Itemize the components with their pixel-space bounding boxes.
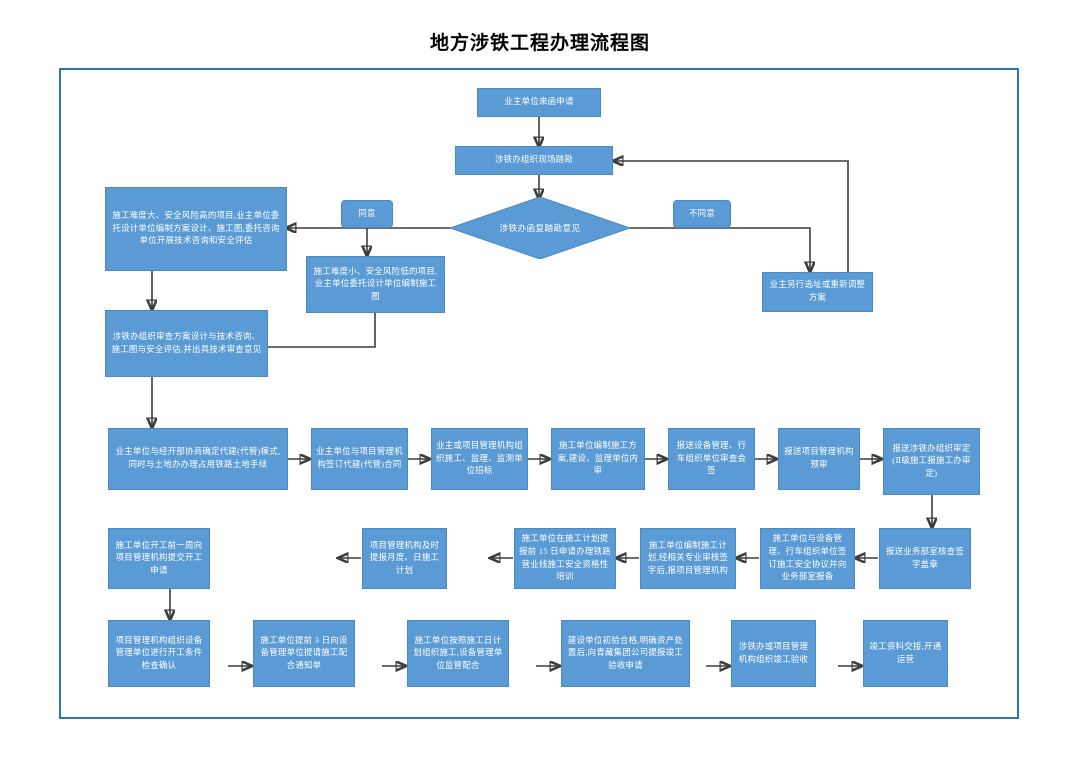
node-r4-monthly-daily-plan[interactable]: 项目管理机构及时提报月度、日施工计划: [362, 528, 447, 589]
node-r5-start-condition-check[interactable]: 项目管理机构组织设备管理单位进行开工条件检查确认: [108, 620, 210, 687]
branch-label-disagree: 不同意: [673, 200, 731, 228]
node-r4-safety-agreement[interactable]: 施工单位与设备管理、行车组织单位签订施工安全协议并向业务部室报备: [760, 528, 855, 589]
node-r5-daily-construction[interactable]: 施工单位按照施工日计划组织施工,设备管理单位监管配合: [407, 620, 509, 687]
node-site-survey[interactable]: 涉铁办组织现场踏勘: [455, 146, 613, 175]
node-r3-agency-mode[interactable]: 业主单位与经开部协商确定代建(代管)模式,同时与土地办办理占用铁路土地手续: [108, 428, 288, 490]
page-title: 地方涉铁工程办理流程图: [429, 33, 650, 54]
node-r5-coordination-notice[interactable]: 施工单位提前 3 日向设备管理单位提请施工配合通知单: [253, 620, 355, 687]
node-low-risk-project[interactable]: 施工难度小、安全风险低的项目,业主单位委托设计单位编制施工图: [306, 256, 445, 313]
node-r3-construction-plan[interactable]: 施工单位编制施工方案,建设、监理单位内审: [551, 428, 645, 490]
node-r5-completion-application[interactable]: 建设单位初验合格,明确资产处置后,向青藏集团公司提报竣工验收申请: [561, 620, 690, 687]
node-r4-safety-training[interactable]: 施工单位在施工计划提报前 15 日申请办理铁路营业线施工安全资格性培训: [514, 528, 616, 589]
branch-label-agree: 同意: [341, 200, 393, 228]
node-r4-schedule-submission[interactable]: 施工单位编制施工计划,经相关专业审核签字后,报项目管理机构: [640, 528, 736, 589]
node-technical-review[interactable]: 涉铁办组织审查方案设计与技术咨询、施工图与安全评估,并出具技术审查意见: [105, 310, 268, 377]
node-r3-bidding[interactable]: 业主或项目管理机构组织施工、监理、监测单位招标: [431, 428, 528, 490]
node-r4-start-application[interactable]: 施工单位开工前一周向项目管理机构提交开工申请: [108, 528, 210, 589]
node-r3-agency-contract[interactable]: 业主单位与项目管理机构签订代建(代管)合同: [311, 428, 408, 490]
decision-label: 涉铁办函复踏勘意见: [499, 223, 581, 233]
node-r5-completion-acceptance[interactable]: 涉铁办或项目管理机构组织竣工验收: [731, 620, 816, 687]
node-high-risk-project[interactable]: 施工难度大、安全风险高的项目,业主单位委托设计单位编制方案设计、施工图,委托咨询…: [105, 187, 287, 271]
node-relocate-or-adjust[interactable]: 业主另行选址或重新调整方案: [762, 272, 873, 312]
node-r3-final-approval[interactable]: 报送涉铁办组织审定(Ⅱ级施工报施工办审定): [883, 428, 980, 495]
node-r3-equipment-signoff[interactable]: 报送设备管理、行车组织单位审查会签: [668, 428, 755, 490]
node-owner-application[interactable]: 业主单位来函申请: [477, 88, 601, 117]
decision-survey-opinion[interactable]: 涉铁办函复踏勘意见: [450, 197, 630, 259]
node-r4-department-seal[interactable]: 报送业务部室核查签字盖章: [879, 528, 971, 589]
node-r3-pre-review[interactable]: 报送项目管理机构预审: [778, 428, 860, 490]
node-r5-handover-operation[interactable]: 竣工资料交接,开通运营: [863, 620, 948, 687]
